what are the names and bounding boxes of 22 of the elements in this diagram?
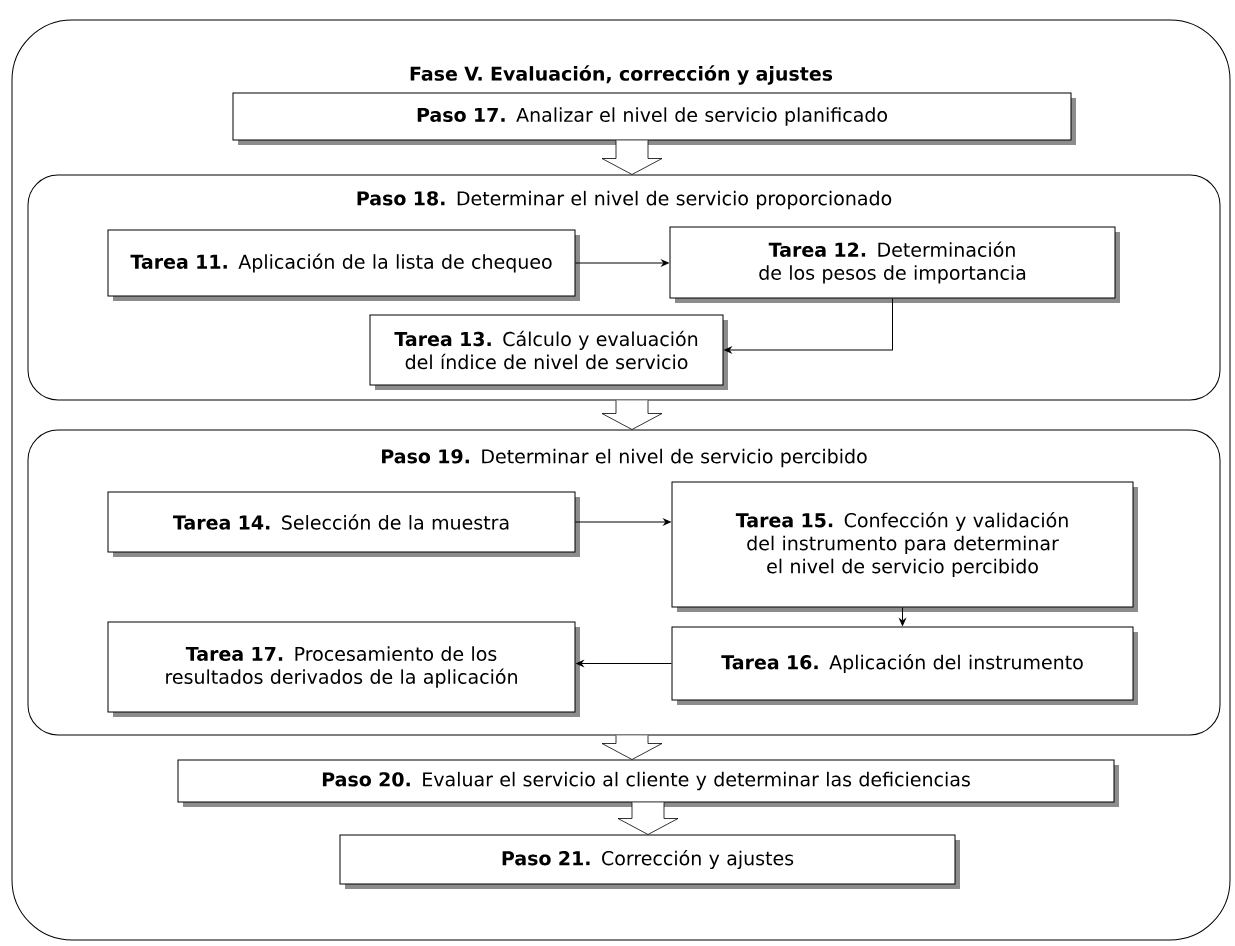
process-box: Tarea 11. Aplicación de la lista de chequeo	[107, 229, 580, 301]
arrow	[575, 259, 669, 267]
arrow	[575, 518, 671, 526]
process-box: Tarea 13. Cálculo y evaluación del índice de nivel de servicio	[369, 314, 728, 390]
process-box: Tarea 15. Confección y validación del instrumento para determinar el nivel de servicio percibido	[671, 481, 1138, 612]
arrow	[576, 660, 672, 667]
process-box: Tarea 16. Aplicación del instrumento	[671, 626, 1138, 705]
block-arrow	[601, 140, 663, 175]
arrow	[899, 607, 906, 626]
panel-heading: Paso 19. Determinar el nivel de servicio percibido	[382, 448, 867, 468]
panel-heading: Paso 18. Determinar el nivel de servicio proporcionado	[357, 190, 892, 210]
block-arrow	[601, 400, 663, 430]
block-arrow	[601, 735, 663, 760]
block-arrow	[617, 802, 679, 835]
process-box: Paso 20. Evaluar el servicio al cliente y determinar las deficiencias	[177, 759, 1119, 807]
arrow	[724, 298, 893, 354]
process-box: Tarea 12. Determinación de los pesos de importancia	[669, 226, 1120, 303]
panel-heading: Fase V. Evaluación, corrección y ajustes	[410, 65, 833, 85]
process-box: Paso 17. Analizar el nivel de servicio planificado	[232, 92, 1076, 145]
process-box: Tarea 17. Procesamiento de los resultados derivados de la aplicación	[107, 621, 580, 717]
process-box: Tarea 14. Selección de la muestra	[107, 491, 580, 557]
process-box: Paso 21. Corrección y ajustes	[339, 834, 960, 889]
